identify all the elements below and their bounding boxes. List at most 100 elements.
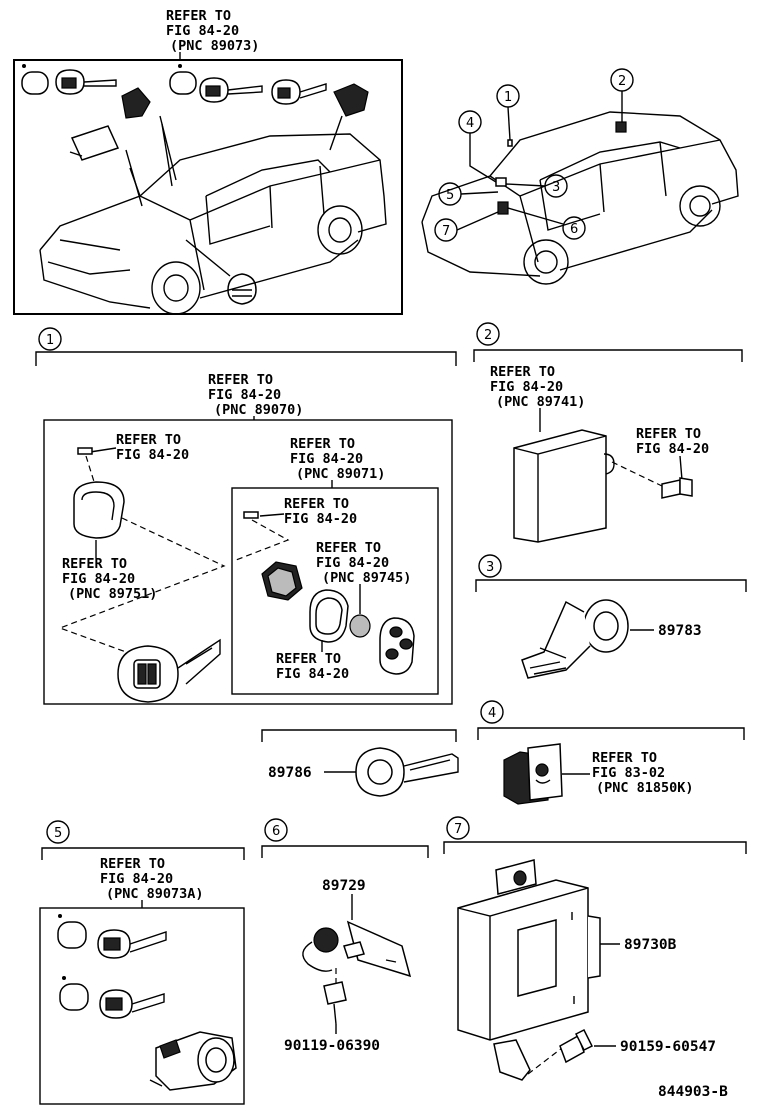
callout-s4-switch: REFER TO FIG 83-02 (PNC 81850K) bbox=[592, 750, 694, 796]
callout-line: REFER TO bbox=[636, 426, 701, 442]
section-number-circle bbox=[264, 818, 288, 842]
callout-line: FIG 84-20 bbox=[116, 447, 189, 463]
section-6-header: 6 bbox=[261, 818, 429, 858]
part-number-89783: 89783 bbox=[658, 623, 702, 639]
callout-line: FIG 84-20 bbox=[100, 871, 173, 887]
callout-line: FIG 84-20 bbox=[276, 666, 349, 682]
section-bracket bbox=[41, 847, 245, 860]
callout-line: REFER TO bbox=[116, 432, 181, 448]
ecu-bracket bbox=[493, 1039, 531, 1081]
transmitter-board bbox=[261, 561, 303, 601]
sensor-head bbox=[313, 927, 339, 953]
key-cover bbox=[21, 71, 49, 95]
callout-line: (PNC 89070) bbox=[214, 402, 303, 418]
key-blade bbox=[403, 753, 459, 783]
key-blade bbox=[129, 931, 167, 953]
callout-s1-oring: REFER TO FIG 84-20 bbox=[276, 651, 349, 682]
car-body bbox=[421, 111, 739, 223]
section-number: 4 bbox=[488, 706, 496, 721]
s5-frame bbox=[39, 907, 245, 1105]
car-outline-top-right bbox=[421, 111, 739, 285]
callout-line: REFER TO bbox=[290, 436, 355, 452]
door-cylinder bbox=[333, 83, 369, 117]
master-key bbox=[355, 747, 459, 797]
callout-s1-inner: REFER TO FIG 84-20 (PNC 89071) bbox=[290, 436, 385, 482]
key-shell-buttons bbox=[379, 617, 415, 675]
transmitter-key-s1 bbox=[117, 638, 221, 703]
callout-number: 4 bbox=[466, 116, 474, 131]
section-number: 3 bbox=[486, 560, 494, 575]
section-number: 2 bbox=[484, 328, 492, 343]
section-number: 7 bbox=[454, 822, 462, 837]
key-blade bbox=[299, 83, 327, 99]
section-7-header: 7 bbox=[443, 816, 747, 854]
key-set-top-left bbox=[21, 64, 327, 105]
section-bracket bbox=[35, 351, 457, 366]
wheel bbox=[317, 205, 363, 255]
callout-line: (PNC 89741) bbox=[496, 394, 585, 410]
callout-line: REFER TO bbox=[284, 496, 349, 512]
receiver-body bbox=[513, 429, 607, 543]
callout-number: 2 bbox=[618, 74, 626, 89]
part-number-89730B: 89730B bbox=[624, 937, 677, 953]
callout-number: 5 bbox=[446, 188, 454, 203]
switch-s4 bbox=[503, 743, 563, 805]
section-bracket bbox=[473, 349, 743, 362]
callout-line: FIG 84-20 bbox=[290, 451, 363, 467]
sensor-bracket bbox=[302, 920, 412, 978]
callout-line: REFER TO bbox=[276, 651, 341, 667]
battery bbox=[349, 614, 371, 638]
top-left-frame bbox=[13, 59, 403, 315]
key-set-s5 bbox=[57, 914, 167, 1019]
part-number-89729: 89729 bbox=[322, 878, 366, 894]
section-number-circle bbox=[446, 816, 470, 840]
callout-line: (PNC 89073) bbox=[170, 38, 259, 54]
section-2-header: 2 bbox=[473, 322, 743, 362]
section-3-header: 3 bbox=[475, 554, 747, 592]
section-number-circle bbox=[38, 327, 62, 351]
section-number-circle bbox=[480, 700, 504, 724]
section-bracket bbox=[261, 845, 429, 858]
key-blade bbox=[177, 638, 221, 685]
part-number-90159: 90159-60547 bbox=[620, 1039, 716, 1055]
trunk-cylinder bbox=[70, 125, 120, 161]
lock-cylinders-top-left bbox=[69, 83, 369, 305]
callout-s1-outer: REFER TO FIG 84-20 (PNC 89070) bbox=[208, 372, 303, 418]
callout-circle bbox=[562, 216, 586, 240]
section-bracket bbox=[261, 729, 457, 742]
callout-s1-battery: REFER TO FIG 84-20 (PNC 89745) bbox=[316, 540, 411, 586]
key-blade bbox=[131, 993, 165, 1013]
callout-s2-unit: REFER TO FIG 84-20 (PNC 89741) bbox=[490, 364, 585, 410]
callout-line: FIG 84-20 bbox=[284, 511, 357, 527]
section-bracket bbox=[475, 579, 747, 592]
callout-s1-cover: REFER TO FIG 84-20 (PNC 89751) bbox=[62, 556, 157, 602]
key-cover bbox=[57, 921, 87, 949]
bolt-s7 bbox=[559, 1028, 594, 1064]
callout-s1-screw: REFER TO FIG 84-20 bbox=[116, 432, 189, 463]
callout-line: FIG 84-20 bbox=[62, 571, 135, 587]
unit-marker bbox=[497, 201, 509, 215]
callout-line: (PNC 89073A) bbox=[106, 886, 204, 902]
section-number-circle bbox=[478, 554, 502, 578]
callout-line: FIG 84-20 bbox=[316, 555, 389, 571]
callout-line: FIG 84-20 bbox=[208, 387, 281, 403]
callout-line: FIG 84-20 bbox=[166, 23, 239, 39]
callout-top-left: REFER TO FIG 84-20 (PNC 89073) bbox=[166, 8, 259, 54]
callout-line: REFER TO bbox=[208, 372, 273, 388]
o-ring bbox=[309, 589, 349, 643]
section-number: 1 bbox=[46, 333, 54, 348]
s1-inner-frame bbox=[231, 487, 439, 695]
ignition-cylinder bbox=[121, 87, 151, 119]
callout-line: (PNC 89745) bbox=[322, 570, 411, 586]
section-number: 5 bbox=[54, 826, 62, 841]
lock-cylinder-s5 bbox=[149, 1031, 237, 1091]
screw bbox=[243, 511, 259, 519]
callout-s1-inner-screw: REFER TO FIG 84-20 bbox=[284, 496, 357, 527]
callout-line: REFER TO bbox=[490, 364, 555, 380]
callout-number: 7 bbox=[442, 224, 450, 239]
car-callouts: 1 2 3 4 5 6 7 bbox=[434, 68, 634, 242]
key-cover-s1 bbox=[73, 481, 125, 539]
section-number: 6 bbox=[272, 824, 280, 839]
